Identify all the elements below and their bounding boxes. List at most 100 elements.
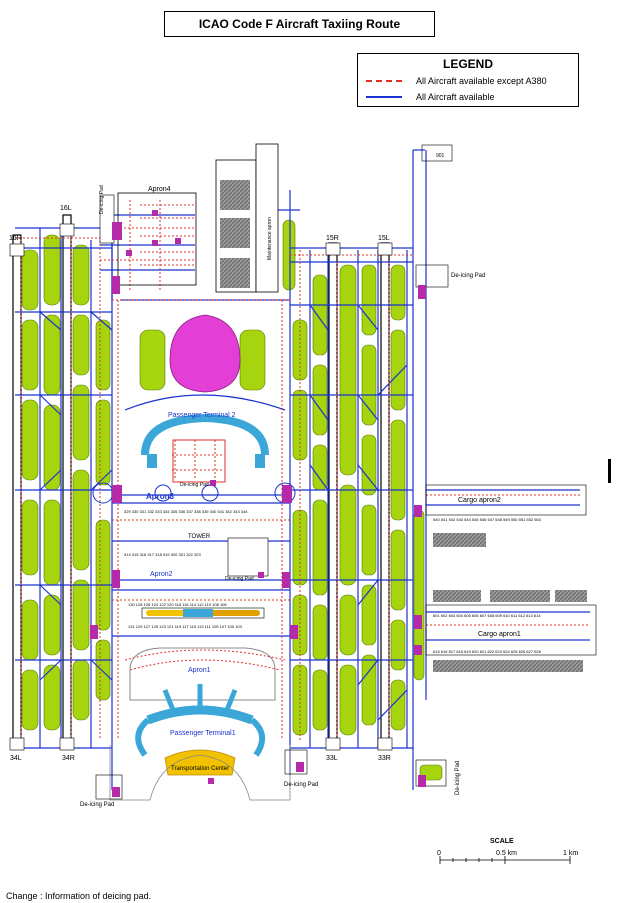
taxiways-restricted	[15, 200, 590, 743]
runway-label-15L: 15L	[378, 235, 390, 242]
grass-strip	[312, 274, 328, 356]
apron2-label: Apron2	[150, 571, 173, 578]
grass-strip	[361, 504, 377, 576]
grass-strip	[390, 419, 406, 521]
stand-901-box	[421, 144, 453, 162]
runway-label-16L: 16L	[60, 205, 72, 212]
grass-strip	[72, 244, 90, 306]
grass-strip	[339, 264, 357, 476]
grass-strip	[72, 384, 90, 461]
grass-strip	[43, 664, 61, 731]
cargo-building	[433, 533, 486, 547]
grass-strip	[21, 399, 39, 481]
maintenance-hangar	[220, 218, 250, 248]
grass-strip	[43, 404, 61, 491]
stand-numbers-apron1: 131 129 127 125 123 121 119 117 115 113 …	[128, 624, 243, 629]
red-dashed-line-icon	[366, 80, 402, 82]
terminal1-pier	[222, 689, 238, 716]
tower-stands	[227, 537, 269, 577]
scale-label-half: 0.5 km	[496, 850, 518, 857]
legend-label-all: All Aircraft available	[416, 92, 495, 102]
runway-label-34L: 34L	[10, 755, 22, 762]
grass-strip	[43, 594, 61, 656]
grass-strip	[72, 314, 90, 376]
grass-strip	[43, 499, 61, 586]
runway-label-33R: 33R	[378, 755, 391, 762]
grass-strip	[312, 444, 328, 491]
runway-15L-33R	[380, 242, 390, 744]
stand-number-rows: 329 330 331 332 333 334 335 336 337 338 …	[124, 509, 542, 654]
terminal1-pier	[162, 689, 178, 716]
map-title-text: ICAO Code F Aircraft Taxiing Route	[198, 17, 401, 31]
scale-label-zero: 0	[437, 850, 441, 857]
terminal2-building	[169, 314, 241, 393]
map-title: ICAO Code F Aircraft Taxiing Route	[164, 11, 435, 37]
cargo-apron1-outline	[425, 604, 597, 656]
grass-strip	[390, 529, 406, 611]
grass-strip	[95, 519, 111, 631]
runway-label-16R: 16R	[9, 235, 22, 242]
grass-strip	[292, 389, 308, 461]
page-edge-mark	[608, 459, 611, 483]
cargo-apron2-outline	[425, 484, 587, 516]
deicing-apron2-label: De-icing Pad	[225, 576, 254, 582]
apron1-pier-center	[183, 609, 213, 617]
grass-island	[239, 329, 266, 391]
runway-label-34R: 34R	[62, 755, 75, 762]
grass-strip	[43, 234, 61, 306]
maintenance-hangar	[220, 180, 250, 210]
terminal2-pier-left	[147, 454, 157, 468]
grass-strip	[390, 619, 406, 671]
deicing-pad-bottom-left	[95, 774, 123, 800]
grass-strip	[21, 669, 39, 731]
grass-strip	[72, 579, 90, 651]
grass-strip	[390, 679, 406, 731]
stand-numbers-apron3: 329 330 331 332 333 334 335 336 337 338 …	[124, 509, 248, 514]
deicing-pad-bottom-mid	[284, 749, 308, 775]
runway-threshold-boxes	[9, 223, 393, 751]
grass-strip	[312, 499, 328, 596]
grass-strip	[339, 664, 357, 736]
runway-16L-34R	[62, 214, 72, 744]
maintenance-hangar	[220, 258, 250, 288]
legend-row-all: All Aircraft available	[366, 92, 495, 102]
cargo-apron1-label: Cargo apron1	[478, 631, 521, 638]
stand-numbers-tower: 314 315 316 317 318 319 320 321 322 323	[124, 552, 202, 557]
grass-strip	[361, 434, 377, 496]
legend-heading: LEGEND	[442, 57, 493, 71]
terminal2-pier-right	[255, 454, 265, 468]
stand-numbers-cargo1-top: 601 602 603 604 605 606 607 608 609 610 …	[433, 613, 541, 618]
stand-numbers-cargo2: 540 541 542 543 544 545 546 547 548 549 …	[433, 517, 542, 522]
grass-strip	[95, 639, 111, 701]
legend-label-restricted: All Aircraft available except A380	[416, 76, 547, 86]
grass-strip	[21, 599, 39, 661]
terminal1-pier	[135, 717, 151, 757]
grass-strip	[95, 399, 111, 486]
apron1-pier-outline	[141, 607, 265, 619]
apron4-outline	[117, 192, 197, 286]
grass-strip	[361, 654, 377, 726]
grass-strip	[21, 499, 39, 576]
apron1-label: Apron1	[188, 667, 211, 674]
apron4-label: Apron4	[148, 186, 171, 193]
legend-box: LEGEND All Aircraft available except A38…	[357, 53, 579, 107]
cargo-building	[433, 660, 583, 672]
apron1-outline	[129, 647, 276, 701]
apron1-pier-right	[210, 610, 260, 616]
change-note: Change : Information of deicing pad.	[6, 891, 152, 901]
grass-strip	[339, 594, 357, 656]
blue-solid-line-icon	[366, 96, 402, 98]
transport-center-label: Transportation Center	[171, 766, 229, 772]
runway-15R-33L	[328, 242, 338, 744]
stand-numbers-cargo1-bottom: 615 616 617 618 619 620 621 622 623 624 …	[433, 649, 542, 654]
maintenance-apron-stands	[255, 143, 279, 293]
stand-numbers-apron2: 130 128 126 124 122 120 118 116 114 112 …	[128, 602, 227, 607]
stand-901-label: 901	[436, 153, 445, 159]
terminal1-label: Passenger Terminal1	[170, 730, 236, 737]
scale-label-one: 1 km	[563, 850, 579, 857]
grass-island	[139, 329, 166, 391]
deicing-apron3-label: De-icing Pad	[180, 482, 209, 488]
grass-strip	[390, 329, 406, 411]
grass-areas	[21, 219, 443, 781]
deicing-pad-apron4	[99, 194, 115, 244]
